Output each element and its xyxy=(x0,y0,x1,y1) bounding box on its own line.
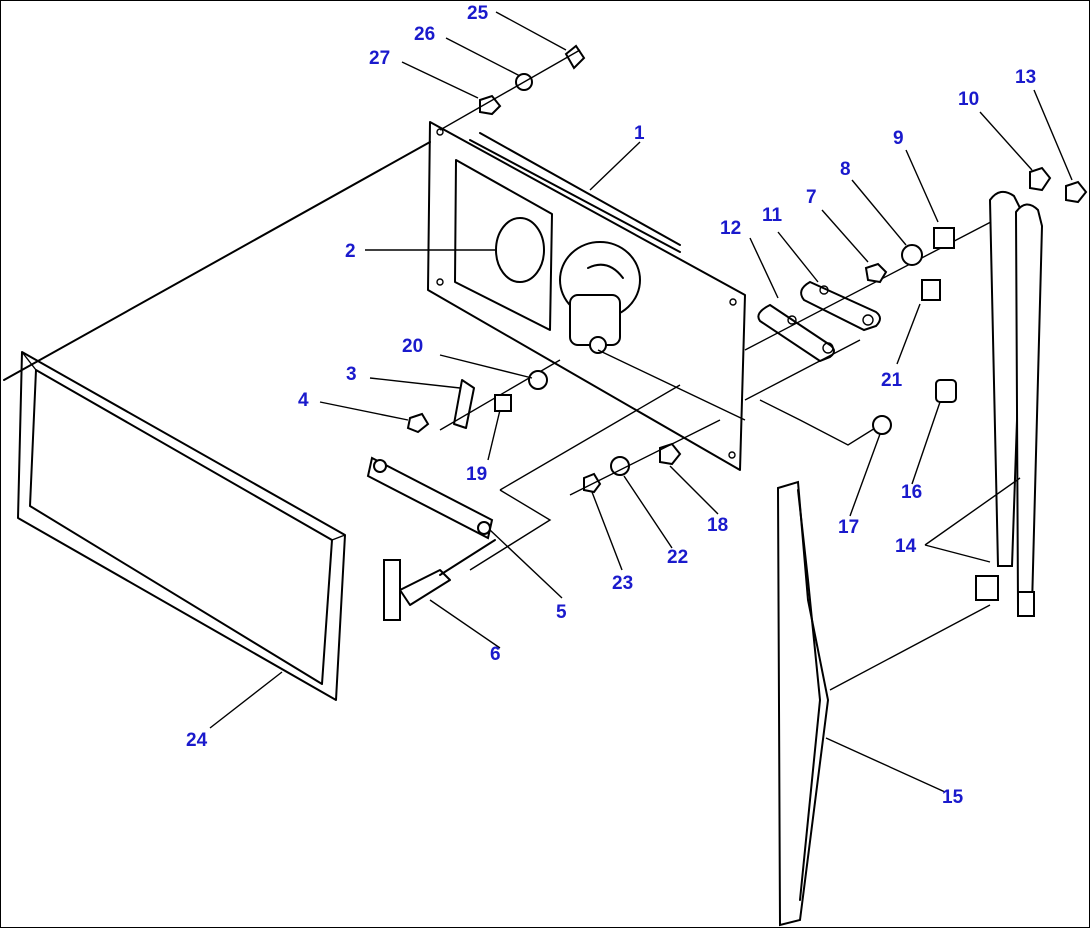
crank-plate-12 xyxy=(757,303,835,363)
callout-12: 12 xyxy=(720,218,742,239)
callout-23: 23 xyxy=(612,573,634,594)
nut-23 xyxy=(583,472,602,494)
callout-25: 25 xyxy=(467,3,489,24)
callout-16: 16 xyxy=(901,482,923,503)
callout-22: 22 xyxy=(667,547,689,568)
nut-18 xyxy=(659,442,682,466)
callout-11: 11 xyxy=(762,205,783,226)
bracket-3 xyxy=(453,379,475,429)
spacer-9 xyxy=(933,227,955,249)
pivot-6 xyxy=(383,539,496,621)
callout-17: 17 xyxy=(838,517,860,538)
callout-10: 10 xyxy=(958,89,980,110)
callout-4: 4 xyxy=(298,390,309,411)
bolt-21 xyxy=(921,279,941,301)
nut-7 xyxy=(864,262,888,284)
mounting-plate-1 xyxy=(427,121,746,471)
washer-17 xyxy=(872,415,892,435)
link-rod-5 xyxy=(366,456,494,540)
callout-7: 7 xyxy=(806,187,817,208)
nut-10 xyxy=(1029,166,1052,192)
callout-1: 1 xyxy=(634,123,645,144)
callout-19: 19 xyxy=(466,464,488,485)
callout-13: 13 xyxy=(1015,67,1037,88)
callout-15: 15 xyxy=(942,787,964,808)
callout-26: 26 xyxy=(414,24,436,45)
callout-6: 6 xyxy=(490,644,501,665)
nut-13 xyxy=(1065,180,1088,204)
callout-14: 14 xyxy=(895,536,917,557)
callout-21: 21 xyxy=(881,370,903,391)
bolt-4 xyxy=(406,412,430,434)
callout-3: 3 xyxy=(346,364,357,385)
crank-plate-11 xyxy=(800,280,881,332)
wiper-motor-2 xyxy=(495,217,641,354)
bolt-19 xyxy=(494,394,512,412)
callout-24: 24 xyxy=(186,730,208,751)
callout-27: 27 xyxy=(369,48,391,69)
callout-18: 18 xyxy=(707,515,729,536)
fitting-16 xyxy=(935,379,957,403)
wiper-arms-14 xyxy=(975,190,1044,617)
callout-9: 9 xyxy=(893,128,904,149)
callout-20: 20 xyxy=(402,336,424,357)
callout-5: 5 xyxy=(556,602,567,623)
washer-8 xyxy=(901,244,923,266)
nut-27 xyxy=(479,94,502,116)
cover-panel-24 xyxy=(3,141,431,701)
wiper-blade-15 xyxy=(776,480,830,927)
bolt-25 xyxy=(564,44,586,70)
leader-lines xyxy=(209,11,1073,793)
callout-8: 8 xyxy=(840,159,851,180)
washer-22 xyxy=(610,456,630,476)
callout-2: 2 xyxy=(345,241,356,262)
washer-20 xyxy=(528,370,548,390)
